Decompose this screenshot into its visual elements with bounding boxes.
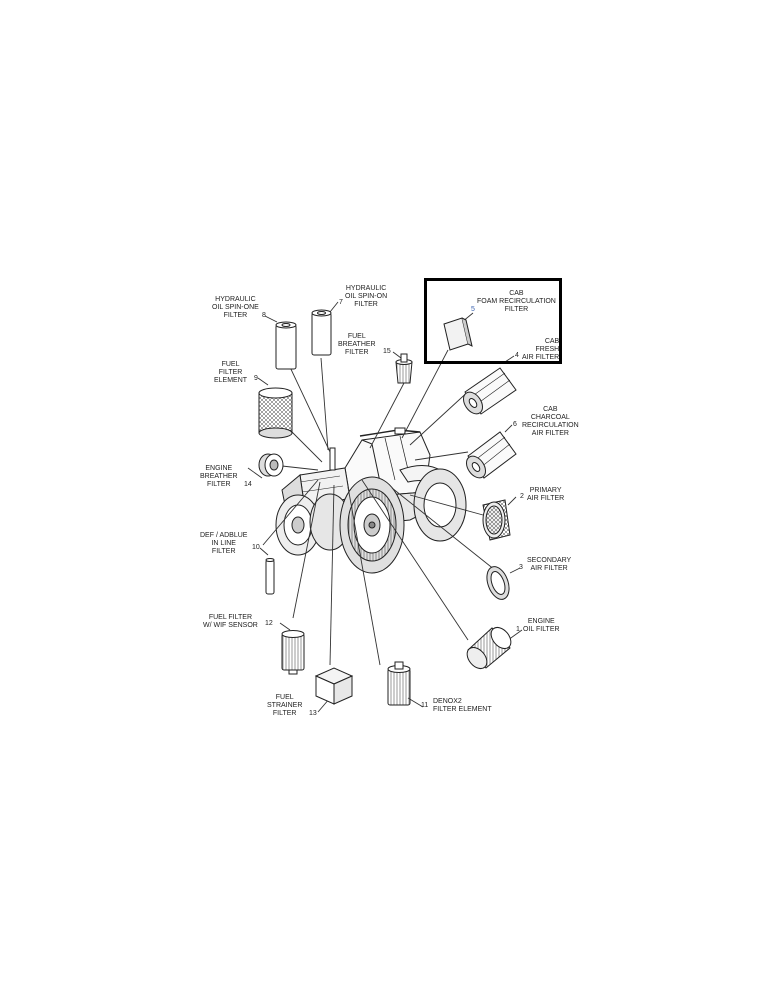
number-part-6: 6 xyxy=(513,421,517,428)
part-15-fuel-breather-filter xyxy=(395,353,413,384)
number-part-2: 2 xyxy=(520,493,524,500)
number-part-3: 3 xyxy=(519,564,523,571)
leader-lines xyxy=(247,301,523,713)
part-2-primary-air-filter xyxy=(482,499,511,541)
number-part-8: 8 xyxy=(262,312,266,319)
part-9-fuel-filter-element xyxy=(258,387,293,439)
part-6-cab-charcoal-filter xyxy=(465,431,517,479)
part-11-denox2-filter xyxy=(387,661,411,706)
number-part-1: 1 xyxy=(516,626,520,633)
number-part-9: 9 xyxy=(254,375,258,382)
part-12-fuel-filter-wif xyxy=(281,630,305,675)
number-part-12: 12 xyxy=(265,620,273,627)
part-13-fuel-strainer-filter xyxy=(314,667,354,705)
part-3-secondary-air-filter xyxy=(486,566,510,600)
part-8-hydraulic-filter xyxy=(275,321,297,370)
number-part-15: 15 xyxy=(383,348,391,355)
part-10-def-inline-filter xyxy=(265,558,275,595)
number-part-10: 10 xyxy=(252,544,260,551)
number-part-4: 4 xyxy=(515,352,519,359)
part-1-engine-oil-filter xyxy=(466,626,512,670)
part-4-cab-fresh-air-filter xyxy=(462,367,517,415)
part-14-engine-breather-filter xyxy=(258,453,284,477)
number-part-13: 13 xyxy=(309,710,317,717)
number-part-11: 11 xyxy=(421,702,429,709)
number-part-5: 5 xyxy=(471,306,475,313)
number-part-14: 14 xyxy=(244,481,252,488)
number-part-7: 7 xyxy=(339,299,343,306)
part-7-hydraulic-filter xyxy=(311,309,332,356)
part-5-cab-foam-filter xyxy=(443,317,473,351)
tractor-drawing xyxy=(275,427,467,574)
highlight-box xyxy=(424,278,562,364)
